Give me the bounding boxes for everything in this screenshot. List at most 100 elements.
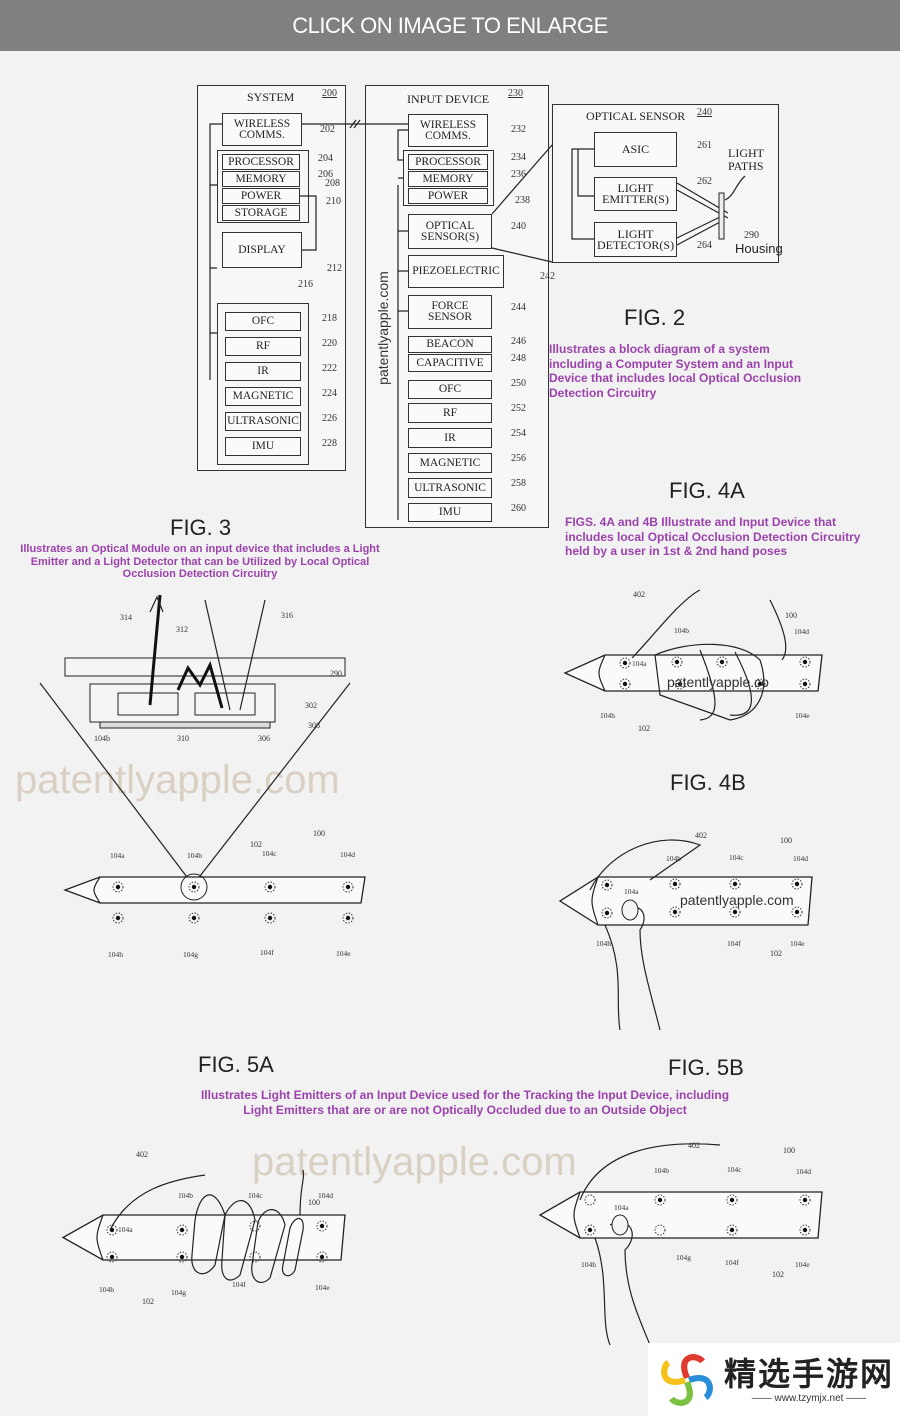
system-core-group: [217, 150, 309, 223]
fig4b-watermark: patentlyapple.com: [680, 892, 794, 908]
fig4b-ref-label: 102: [770, 949, 782, 958]
emitter-ring: [249, 1251, 261, 1263]
fig5-caption: Illustrates Light Emitters of an Input D…: [200, 1088, 730, 1117]
emitter-label: 104b: [654, 1166, 669, 1175]
light-emitter-dot: [732, 909, 738, 915]
stylus-tip-line: [591, 876, 599, 926]
emitter-label: 104e: [790, 939, 805, 948]
light-path-312: [148, 594, 224, 709]
housing-plate: [718, 192, 725, 240]
input-device-ref: 260: [511, 503, 526, 514]
emitter-ring: [791, 906, 803, 918]
stylus-body: [538, 1191, 823, 1239]
emitter-ring: [601, 879, 613, 891]
light-emitter-dot: [109, 1254, 115, 1260]
fig5a-ref-label: 100: [308, 1198, 320, 1207]
optical-sensor-ref: 240: [697, 107, 712, 118]
ref-204: 204: [318, 153, 333, 164]
light-emitter-dot: [191, 915, 197, 921]
emitter-ring: [669, 906, 681, 918]
input-device-ref: 242: [540, 271, 555, 282]
hand-outline: [604, 924, 621, 1031]
hand-outline: [609, 1221, 651, 1346]
emitter-ring: [729, 906, 741, 918]
hand-outline: [221, 1200, 256, 1281]
system-display: DISPLAY: [222, 232, 302, 268]
ref-206: 206: [318, 169, 333, 180]
input-device-block: OFC: [408, 380, 492, 399]
stylus-tip-line: [96, 1214, 104, 1261]
hand-outline: [594, 1237, 611, 1346]
light-emitter-dot: [587, 1227, 593, 1233]
emitter-label: 104c: [727, 1165, 742, 1174]
emitter-label: 104c: [248, 1191, 263, 1200]
hand-outline: [654, 643, 765, 721]
input-core-group: [403, 150, 494, 206]
fig3-ref-label: 104b: [94, 734, 110, 743]
thumb-nail: [621, 899, 639, 921]
enlarge-banner[interactable]: CLICK ON IMAGE TO ENLARGE: [0, 0, 900, 51]
emitter-ring: [799, 1224, 811, 1236]
fig4a-ref-label: 402: [633, 590, 645, 599]
fig3-caption: Illustrates an Optical Module on an inpu…: [20, 543, 380, 580]
emitter-ring: [176, 1251, 188, 1263]
fig3-ref-label: 308: [308, 721, 320, 730]
hand-outline: [281, 1217, 304, 1277]
emitter-label: 104f: [727, 939, 741, 948]
light-emitter-dot: [757, 681, 763, 687]
light-emitter-dot: [115, 884, 121, 890]
logo-name: 精选手游网: [724, 1355, 895, 1393]
emitter-ring: [669, 878, 681, 890]
leader-line: [724, 175, 746, 201]
hand-outline: [579, 1143, 721, 1201]
emitter-label: 104h: [600, 711, 615, 720]
emitter-ring: [716, 656, 728, 668]
emitter-label: 104e: [795, 711, 810, 720]
fig4a-ref-label: 100: [785, 611, 797, 620]
input-device-ref: 230: [508, 88, 523, 99]
ref-208: 208: [325, 178, 340, 189]
input-device-title: INPUT DEVICE: [407, 92, 490, 106]
emitter-ring: [584, 1194, 596, 1206]
system-sensor-group: [217, 303, 309, 465]
light-emitter-dot: [802, 1197, 808, 1203]
emitter-label: 104c: [729, 853, 744, 862]
emitter-ring: [249, 1220, 261, 1232]
emitter-label: 104g: [676, 1253, 691, 1262]
emitter-label: 104h: [596, 939, 611, 948]
hand-outline: [251, 1209, 286, 1283]
site-logo[interactable]: 精选手游网 —— www.tzymjx.net ——: [648, 1343, 900, 1416]
light-emitter-dot: [345, 884, 351, 890]
system-sensor-ref: 228: [322, 438, 337, 449]
light-emitter-dot: [719, 659, 725, 665]
light-emitter-dot: [802, 1227, 808, 1233]
fig5b-label: FIG. 5B: [668, 1055, 744, 1080]
fig3-ref-label: 306: [258, 734, 270, 743]
emitter-label: 104g: [171, 1288, 186, 1297]
emitter-ring: [671, 656, 683, 668]
input-device-ref: 248: [511, 353, 526, 364]
stylus-body: [63, 876, 366, 904]
emitter-label: 104a: [118, 1225, 133, 1234]
input-device-block: MEMORY: [408, 171, 488, 187]
emitter-ring: [342, 881, 354, 893]
emitter-label: 104b: [666, 854, 681, 863]
light-detector-block: LIGHT DETECTOR(S): [594, 222, 677, 257]
enlarge-text: CLICK ON IMAGE TO ENLARGE: [292, 12, 608, 38]
input-device-ref: 250: [511, 378, 526, 389]
emitter-ring: [729, 878, 741, 890]
stylus-tip-line: [93, 876, 101, 904]
emitter-ring: [316, 1251, 328, 1263]
light-emitter-dot: [115, 915, 121, 921]
emitter-ring: [112, 881, 124, 893]
emitter-ring: [112, 912, 124, 924]
input-device-block: ULTRASONIC: [408, 478, 492, 498]
light-emitter-dot: [179, 1254, 185, 1260]
emitter-label: 104b: [178, 1191, 193, 1200]
fig5b-ref-label: 102: [772, 1270, 784, 1279]
fig2-label: FIG. 2: [624, 305, 686, 330]
asic-block: ASIC: [594, 132, 677, 167]
fig3-ref-label: 312: [176, 625, 188, 634]
emitter-label: 104h: [99, 1285, 114, 1294]
